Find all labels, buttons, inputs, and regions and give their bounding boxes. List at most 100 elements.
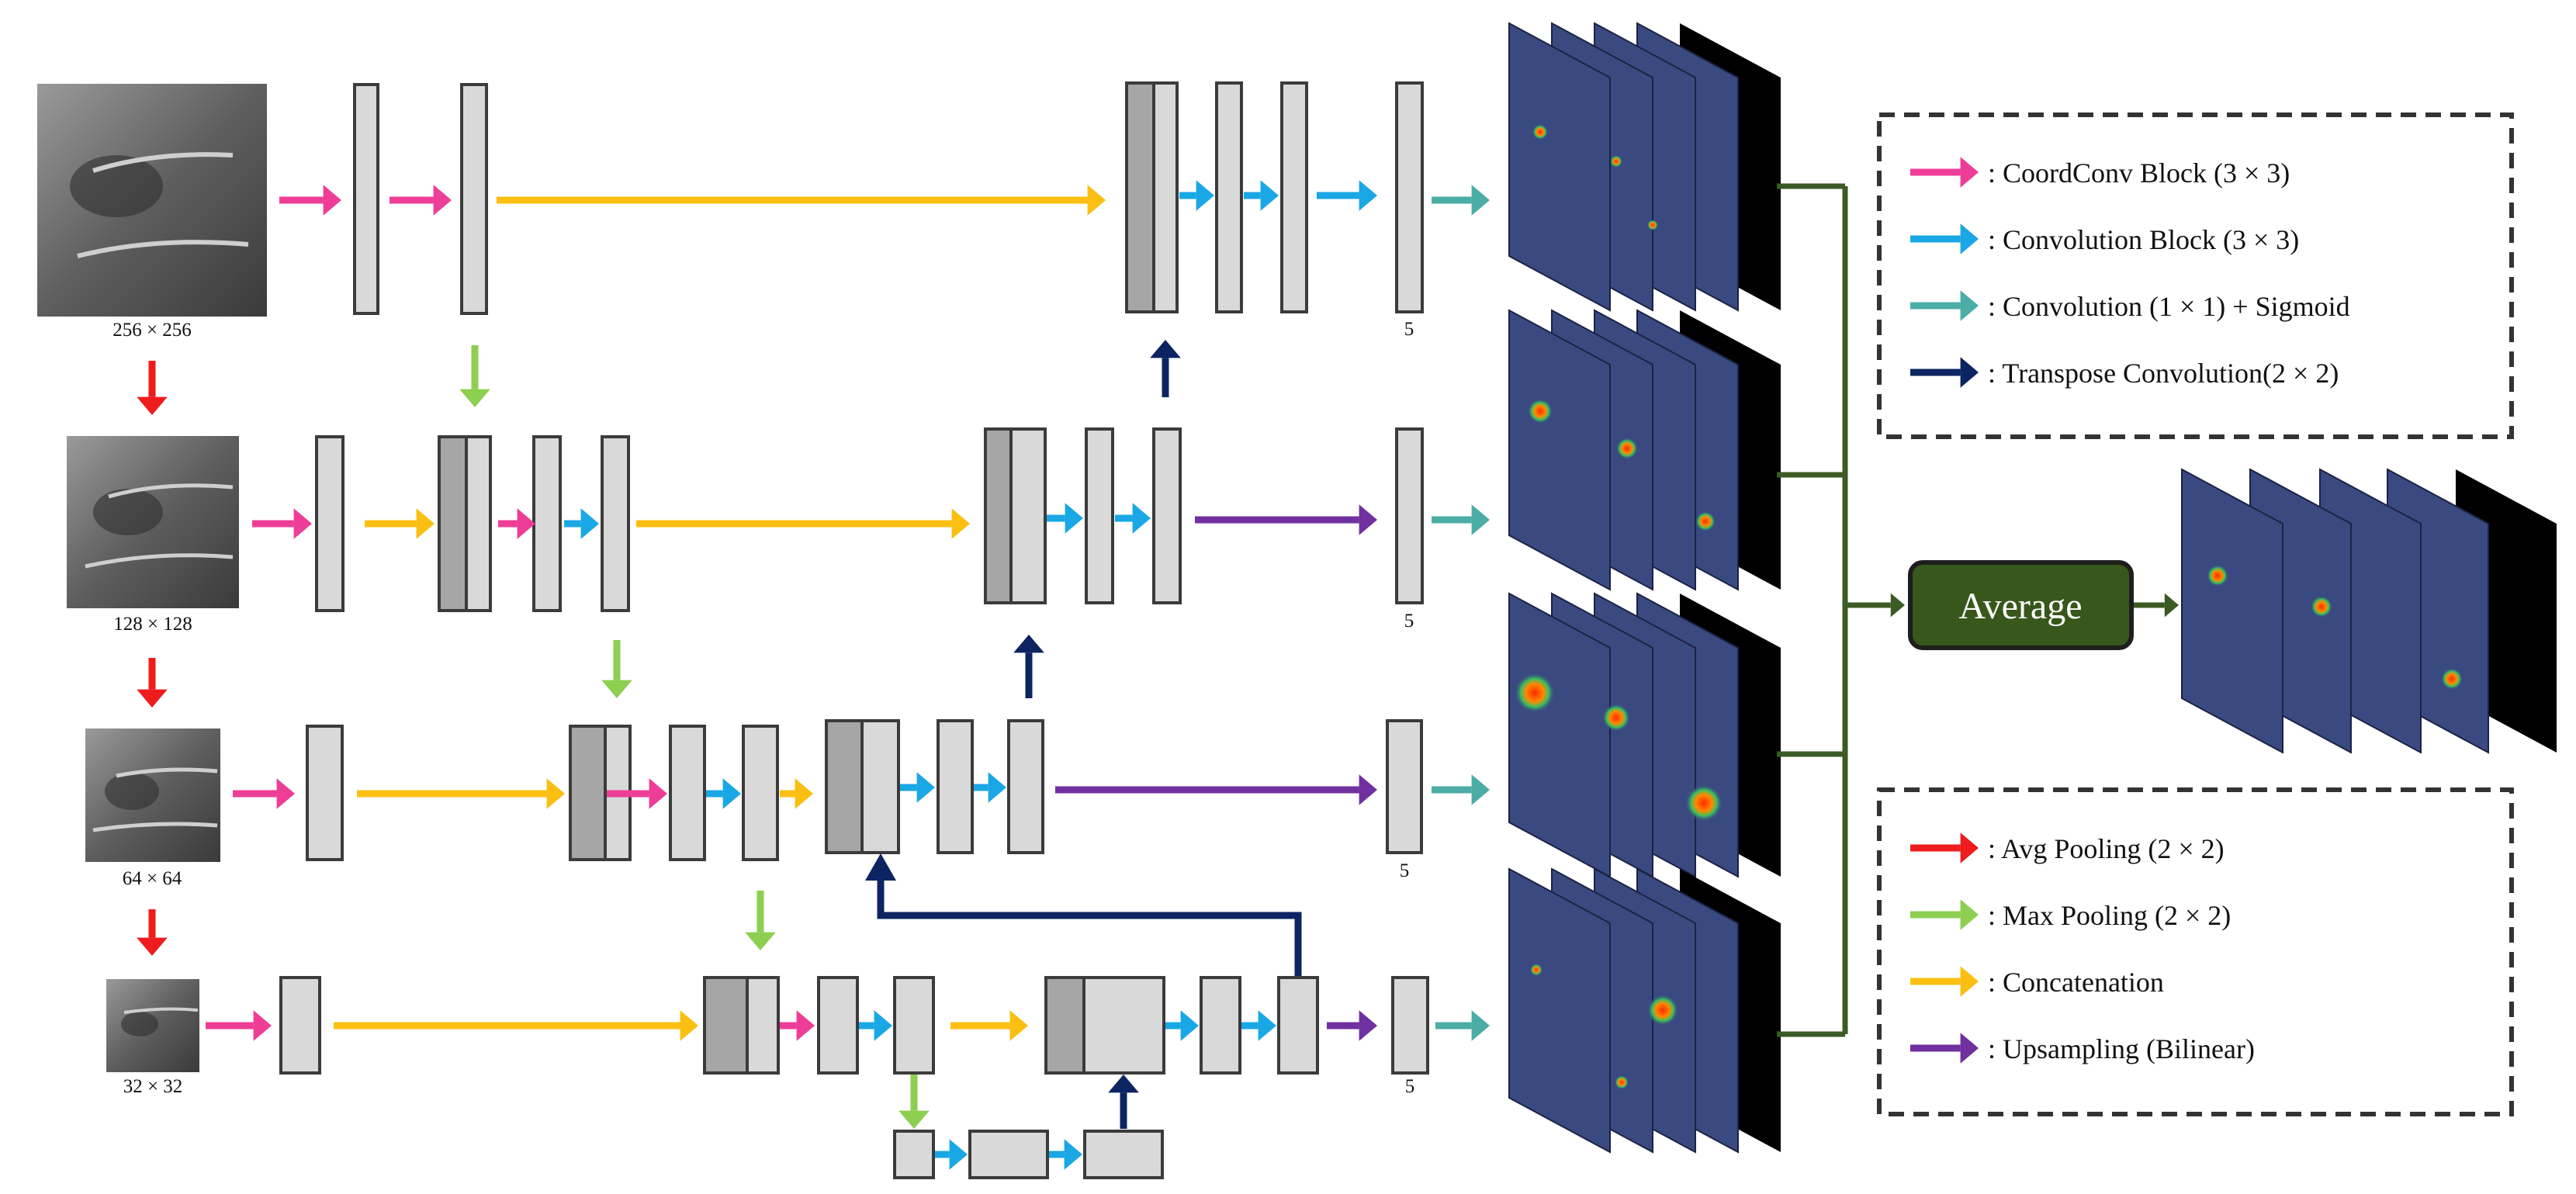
- conv-arrow: [1241, 1010, 1276, 1041]
- feature-map: [1280, 81, 1308, 313]
- feature-map: [860, 719, 900, 854]
- concat-arrow: [636, 508, 970, 539]
- transpose-skip-arrow: [865, 853, 1302, 976]
- coordconv-arrow: [390, 185, 452, 216]
- input-image-256: [37, 84, 267, 317]
- legend-bottom: : Avg Pooling (2 × 2) : Max Pooling (2 × …: [1910, 832, 2255, 1064]
- input-label-256: 256 × 256: [113, 320, 192, 341]
- legend-top-item-arrow-icon: [1910, 157, 1979, 188]
- upsample-arrow: [1327, 1010, 1377, 1041]
- conv-sigmoid-arrow: [1432, 185, 1490, 216]
- conv-sigmoid-arrow: [1435, 1010, 1490, 1041]
- avg-pool-arrow: [137, 909, 168, 956]
- concat-arrow: [334, 1010, 698, 1041]
- legend-bottom-item-arrow-icon: [1910, 1033, 1979, 1064]
- conv-arrow: [859, 1010, 892, 1041]
- heatmap-stack-4: [1508, 867, 1781, 1154]
- conv-sigmoid-arrow: [1432, 774, 1490, 805]
- average-label: Average: [1959, 586, 2083, 627]
- legend-top-item-label: : Transpose Convolution(2 × 2): [1988, 358, 2339, 389]
- bottleneck-feature-map: [1083, 1130, 1164, 1179]
- concat-feature-map: [1125, 81, 1155, 313]
- feature-map: [1200, 976, 1241, 1075]
- output-feature-map: [1395, 81, 1424, 313]
- feature-map: [465, 435, 492, 612]
- feature-map: [742, 725, 779, 861]
- feature-map: [315, 435, 345, 612]
- input-label-32: 32 × 32: [123, 1076, 183, 1097]
- conv-arrow: [1047, 503, 1083, 534]
- concat-arrow: [357, 778, 565, 809]
- arrows: [137, 180, 2179, 1170]
- input-image-128: [67, 436, 239, 608]
- feature-map: [746, 976, 780, 1075]
- legend-box-bottom: [1877, 787, 2514, 1116]
- legend-bottom-item-arrow-icon: [1910, 966, 1979, 997]
- conv-arrow: [564, 508, 599, 539]
- average-heatmap-stack: [2181, 468, 2557, 754]
- bottleneck-feature-map: [968, 1130, 1049, 1179]
- feature-map: [893, 976, 935, 1075]
- legend-bottom-item-label: : Max Pooling (2 × 2): [1988, 900, 2231, 931]
- upsample-arrow: [1055, 774, 1377, 805]
- legend-bottom-item-arrow-icon: [1910, 832, 1979, 863]
- feature-map: [532, 435, 562, 612]
- legend-bottom-item-label: : Concatenation: [1988, 967, 2164, 998]
- coordconv-arrow: [279, 185, 341, 216]
- feature-map: [1215, 81, 1243, 313]
- merge-lines: [1777, 183, 1848, 1037]
- legend-top-item-arrow-icon: [1910, 357, 1979, 388]
- conv-arrow: [1179, 180, 1214, 211]
- coordconv-arrow: [233, 778, 295, 809]
- feature-map: [353, 83, 379, 315]
- output-channel-label: 5: [1404, 319, 1414, 340]
- feature-map: [1082, 976, 1165, 1075]
- coordconv-arrow: [498, 508, 535, 539]
- concat-arrow: [365, 508, 435, 539]
- concat-arrow: [950, 1010, 1028, 1041]
- legend-bottom-item-label: : Upsampling (Bilinear): [1988, 1033, 2255, 1064]
- feature-map: [937, 719, 974, 854]
- average-box: Average: [1908, 560, 2134, 650]
- max-pool-arrow: [745, 891, 776, 950]
- concat-feature-map: [1044, 976, 1085, 1075]
- legend-top-item-arrow-icon: [1910, 290, 1979, 321]
- avg-pool-arrow: [137, 658, 168, 708]
- input-label-64: 64 × 64: [123, 868, 182, 889]
- feature-map: [306, 725, 344, 861]
- concat-feature-map: [703, 976, 749, 1075]
- transpose-arrow: [1150, 340, 1181, 397]
- feature-map: [1009, 427, 1047, 604]
- transpose-arrow: [1108, 1075, 1139, 1129]
- concat-feature-map: [438, 435, 468, 612]
- conv-arrow: [1244, 180, 1279, 211]
- output-feature-map: [1391, 976, 1429, 1075]
- coordconv-arrow: [206, 1010, 272, 1041]
- legend-bottom-item-label: : Avg Pooling (2 × 2): [1988, 833, 2225, 864]
- max-pool-arrow: [898, 1075, 930, 1129]
- feature-map: [279, 976, 321, 1075]
- concat-feature-map: [569, 725, 607, 861]
- upsample-arrow: [1195, 504, 1377, 535]
- max-pool-arrow: [601, 640, 632, 698]
- coordconv-arrow: [780, 1010, 815, 1041]
- feature-map: [1152, 427, 1182, 604]
- feature-map: [460, 83, 488, 315]
- conv-sigmoid-arrow: [1432, 504, 1490, 535]
- legend-top-item-label: : Convolution Block (3 × 3): [1988, 224, 2299, 255]
- heatmap-stack-1: [1508, 22, 1781, 312]
- conv-arrow: [974, 772, 1006, 803]
- transpose-arrow: [1013, 635, 1044, 698]
- feature-map: [601, 435, 630, 612]
- output-channel-label: 5: [1404, 611, 1414, 632]
- conv-arrow: [1165, 1010, 1199, 1041]
- output-channel-label: 5: [1405, 1076, 1415, 1097]
- legend-top: : CoordConv Block (3 × 3): Convolution B…: [1910, 157, 2350, 389]
- output-channel-label: 5: [1400, 860, 1410, 881]
- feature-map: [1007, 719, 1044, 854]
- merge-arrow: [1845, 593, 1905, 618]
- output-feature-map: [1395, 427, 1424, 604]
- input-image-32: [106, 979, 199, 1072]
- concat-arrow: [497, 185, 1106, 216]
